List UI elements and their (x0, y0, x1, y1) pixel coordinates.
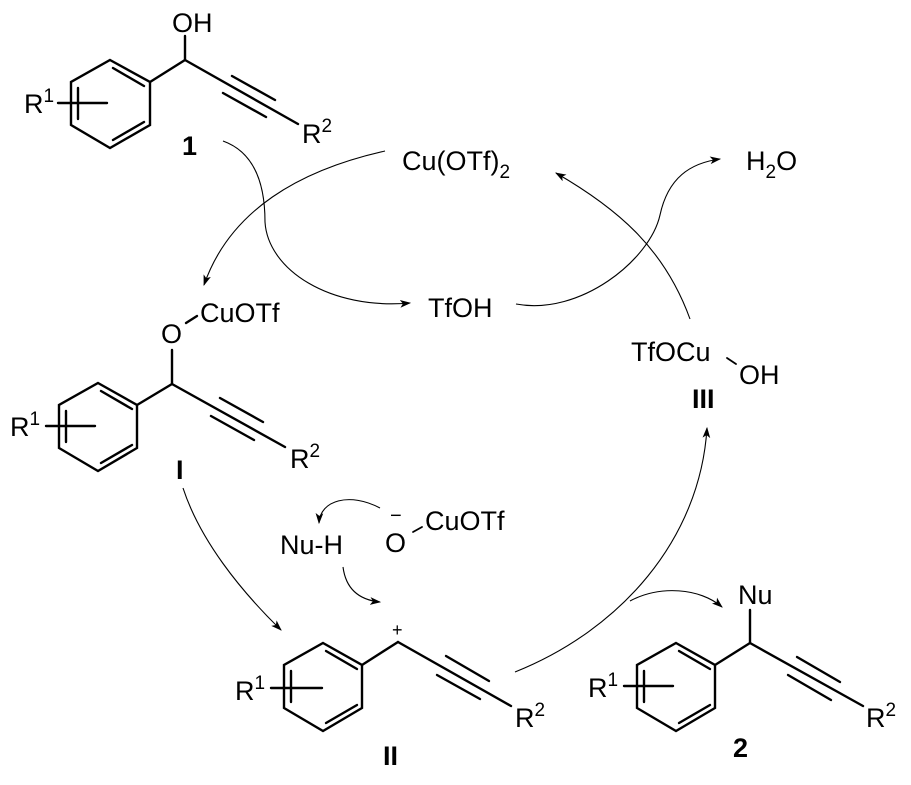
r1-label: R1 (588, 670, 618, 703)
arrow-tfoh-to-water (515, 156, 722, 307)
benzene-ring (56, 58, 152, 150)
bond-ring-ch (135, 382, 174, 407)
compound-1: OH R1 R2 1 (24, 8, 332, 161)
water-label: H2O (746, 146, 797, 183)
compound-number-I: I (176, 455, 184, 485)
bond-cu-oh (726, 357, 737, 365)
triflic-acid-label: TfOH (428, 293, 493, 323)
intermediate-II: + R1 R2 II (235, 620, 545, 771)
arrow-nuh-to-cation (342, 566, 382, 605)
alkoxide-cuotf: CuOTf (425, 506, 505, 536)
bond-ring-ch (713, 641, 752, 667)
hydroxyl-label: OH (172, 8, 213, 38)
tfocu-label: TfOCu (631, 337, 711, 367)
oxygen-label: O (161, 319, 182, 349)
compound-number-2: 2 (733, 733, 748, 763)
r2-label: R2 (866, 700, 896, 733)
bond-o-cu (184, 314, 199, 325)
arrow-to-product-2 (629, 590, 723, 608)
alkyne-triple-bond (183, 58, 300, 126)
cation-charge: + (392, 620, 403, 640)
r1-label: R1 (24, 86, 54, 119)
intermediate-III: TfOCu OH III (631, 337, 780, 414)
product-2: Nu R1 R2 2 (588, 580, 896, 763)
arrow-1-to-tfoh (222, 140, 412, 308)
intermediate-I: O CuOTf R1 R2 I (10, 298, 320, 485)
r2-label: R2 (302, 116, 332, 149)
r1-label: R1 (10, 409, 40, 442)
alkoxide-oxygen: O (385, 528, 406, 558)
nu-label: Nu (738, 580, 773, 610)
arrow-II-to-III (514, 426, 711, 673)
arrow-I-to-II (182, 487, 282, 631)
arrow-alkoxide-to-nuh (315, 499, 381, 525)
r2-label: R2 (515, 700, 545, 733)
benzene-ring (269, 641, 364, 733)
catalyst-cu-otf2: Cu(OTf)2 (402, 146, 510, 183)
compound-number-III: III (692, 384, 715, 414)
r1-label: R1 (235, 673, 265, 706)
arrow-catalyst-to-I (203, 150, 386, 287)
cuotf-label: CuOTf (200, 298, 280, 328)
alkoxide-charge: − (390, 505, 402, 527)
alkyne-triple-bond (396, 640, 513, 708)
benzene-ring (622, 641, 717, 733)
r2-label: R2 (290, 441, 320, 474)
alkyne-triple-bond (748, 641, 865, 708)
bond-ring-ch (148, 58, 187, 84)
nucleophile-label: Nu-H (280, 530, 343, 560)
bond-o-cu (412, 526, 423, 533)
oh-label: OH (739, 360, 780, 390)
alkyne-triple-bond (170, 382, 287, 449)
compound-number-II: II (383, 741, 398, 771)
compound-number-1: 1 (182, 131, 197, 161)
arrow-III-to-catalyst (555, 172, 691, 320)
benzene-ring (44, 381, 139, 473)
bond-ring-ch (360, 640, 400, 667)
